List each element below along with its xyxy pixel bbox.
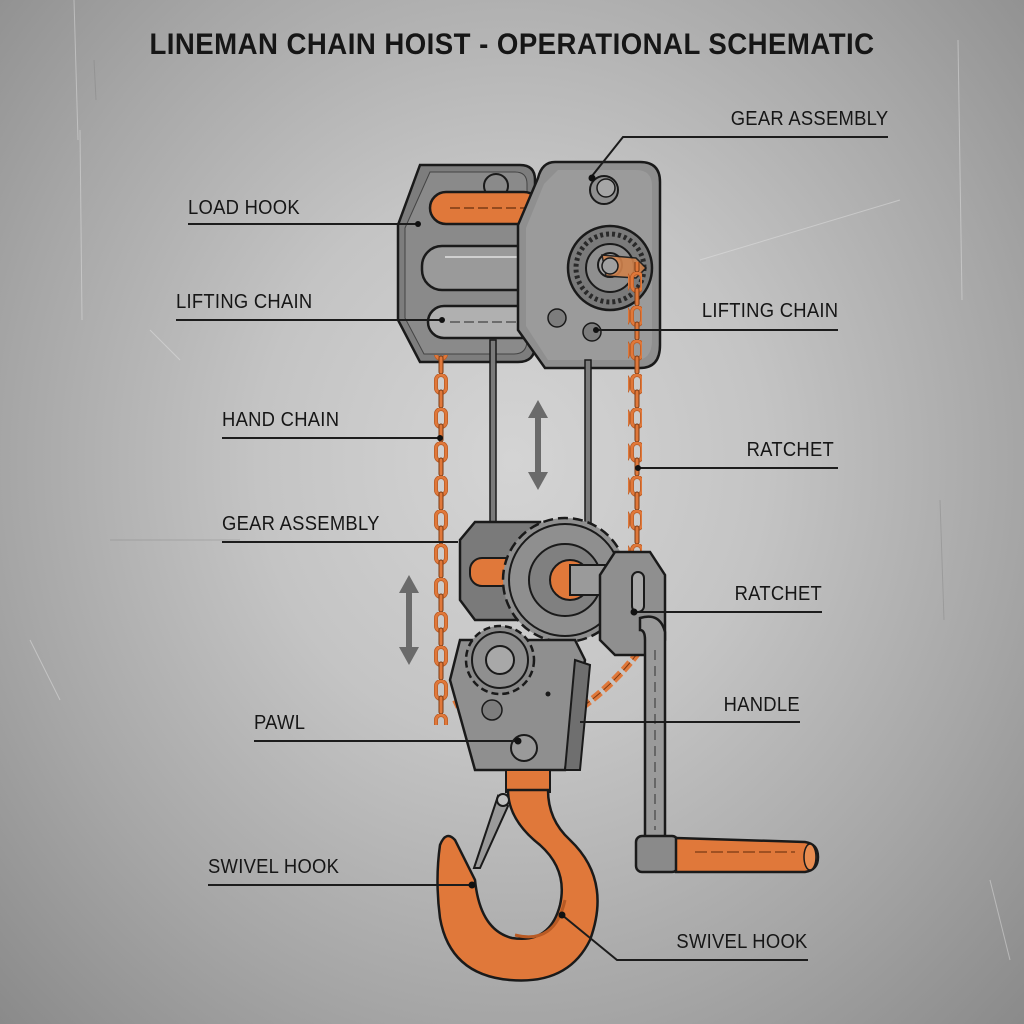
lower-housing [448,624,592,772]
upper-front-plate [516,160,662,370]
callout-ratchet-upper: RATCHET [746,439,834,461]
callout-gear-assembly-left: GEAR ASSEMBLY [222,513,380,535]
left-chain [434,355,448,725]
leader-dots [415,174,641,919]
crank-handle [634,615,820,874]
callout-swivel-hook-left: SWIVEL HOOK [208,856,340,878]
callout-lifting-chain-left: LIFTING CHAIN [176,291,313,313]
upper-travel-arrow [528,400,548,490]
page-title: LINEMAN CHAIN HOIST - OPERATIONAL SCHEMA… [149,28,875,61]
callout-hand-chain: HAND CHAIN [222,409,340,431]
callout-swivel-hook-right: SWIVEL HOOK [676,931,808,953]
callout-lifting-chain-right: LIFTING CHAIN [701,300,838,322]
callout-ratchet-lower: RATCHET [734,583,822,605]
swivel-hook [436,769,599,982]
right-chain [628,262,642,562]
callout-pawl: PAWL [254,712,306,734]
leader-lines [176,136,888,961]
handle-grip [674,836,820,874]
callout-load-hook: LOAD HOOK [188,197,300,219]
upper-rollers [420,173,542,340]
lower-travel-arrow [399,575,419,665]
callout-handle: HANDLE [723,694,800,716]
callout-gear-assembly-right: GEAR ASSEMBLY [730,108,888,130]
